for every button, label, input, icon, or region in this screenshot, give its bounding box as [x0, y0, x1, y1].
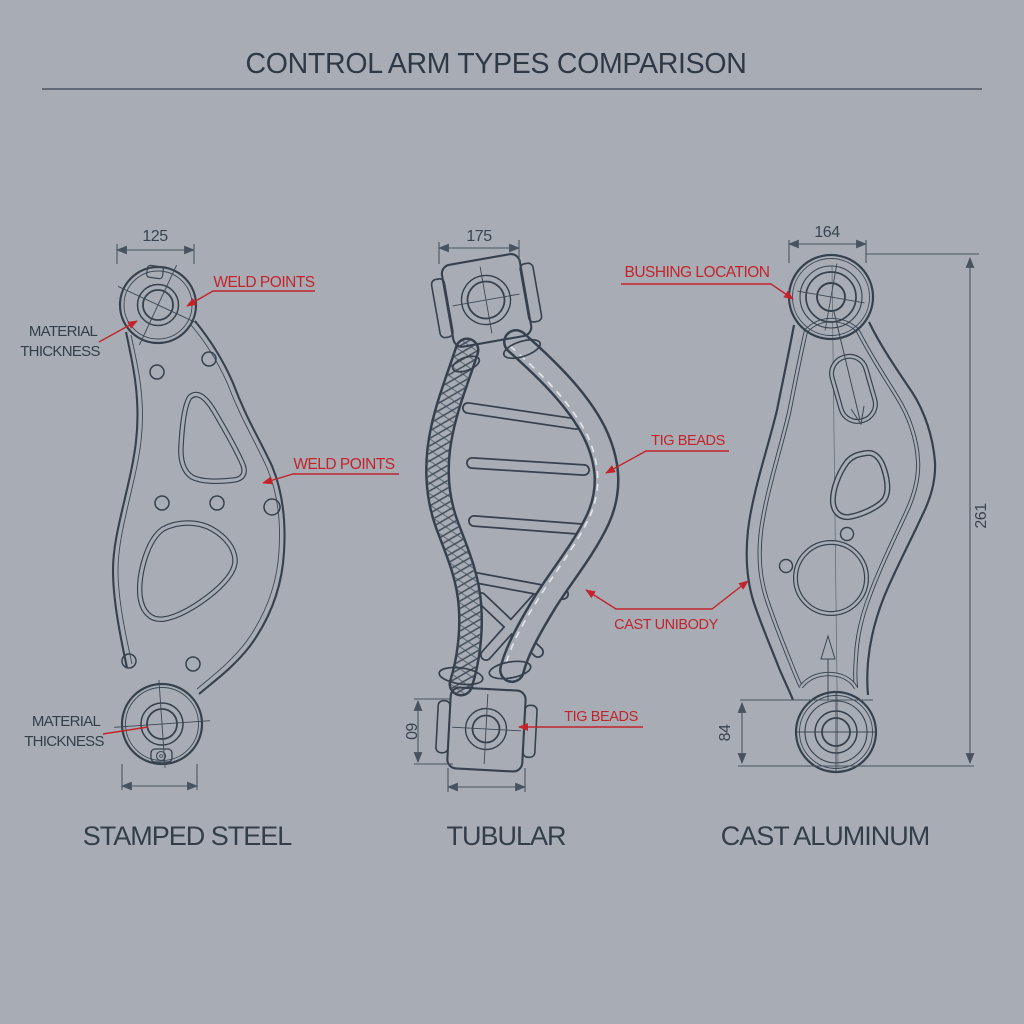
tig-beads-mid-callout: TIG BEADS [605, 433, 729, 474]
stamped-bottom-bushing [114, 680, 210, 768]
stamped-steel-arm-drawing: 125 [111, 228, 286, 791]
weld-points-top-label: WELD POINTS [213, 274, 314, 291]
tig-beads-bottom-label: TIG BEADS [564, 709, 638, 725]
cast-centerline [831, 265, 839, 769]
cast-aluminum-name: CAST ALUMINUM [721, 821, 930, 851]
cast-bottom-offset-dimension: 84 [717, 699, 974, 767]
material-thickness-bottom-callout: MATERIAL THICKNESS [24, 713, 149, 750]
material-thickness-bottom-line2: THICKNESS [24, 733, 104, 750]
cast-aluminum-arm-drawing: 164 261 84 [717, 224, 990, 774]
stamped-width-dimension: 125 [115, 228, 196, 264]
stamped-top-bushing [117, 264, 199, 346]
cast-up-arrow [820, 634, 836, 700]
weld-points-top-callout: WELD POINTS [186, 274, 315, 307]
material-thickness-bottom-line1: MATERIAL [32, 713, 101, 730]
tig-beads-bottom-callout: TIG BEADS [518, 709, 643, 731]
stamped-holes [121, 351, 281, 672]
tube-collars [438, 338, 542, 686]
tubular-bottom-dimension [446, 768, 527, 792]
stamped-width-value: 125 [142, 228, 168, 245]
cast-bottom-bushing [794, 690, 878, 774]
tubular-name: TUBULAR [446, 821, 566, 851]
cast-unibody-label: CAST UNIBODY [614, 617, 718, 633]
title-block: CONTROL ARM TYPES COMPARISON [42, 48, 982, 90]
cast-small-hole-left [778, 558, 794, 574]
cast-bottom-offset-value: 84 [717, 724, 734, 741]
cast-triangle-cutout [829, 449, 891, 521]
stamped-steel-name: STAMPED STEEL [83, 821, 293, 851]
cast-unibody-callout: CAST UNIBODY [585, 580, 749, 633]
weld-points-mid-callout: WELD POINTS [262, 456, 399, 485]
tubular-arm-drawing: 175 60 [402, 228, 620, 792]
cast-width-value: 164 [814, 224, 840, 241]
weld-points-mid-label: WELD POINTS [293, 456, 394, 473]
material-thickness-top-line2: THICKNESS [20, 343, 100, 360]
material-thickness-top-line1: MATERIAL [29, 323, 98, 340]
page-title: CONTROL ARM TYPES COMPARISON [246, 48, 747, 80]
tubular-braided-tube [425, 337, 483, 697]
cast-inner-rib [757, 317, 921, 690]
bushing-location-callout: BUSHING LOCATION [621, 264, 794, 300]
cast-down-arrow [833, 311, 865, 426]
tubular-width-value: 175 [466, 228, 492, 245]
stamped-bottom-dimension [120, 764, 199, 791]
cast-small-hole-right [839, 526, 855, 542]
material-thickness-top-callout: MATERIAL THICKNESS [20, 320, 138, 360]
tig-beads-mid-label: TIG BEADS [651, 433, 725, 449]
tubular-width-dimension: 175 [437, 228, 521, 264]
bushing-location-label: BUSHING LOCATION [624, 264, 769, 281]
cast-height-value: 261 [973, 503, 990, 529]
annotations: WELD POINTS MATERIAL THICKNESS WELD POIN… [20, 264, 794, 750]
cast-height-dimension: 261 [866, 253, 990, 765]
cast-top-bushing [787, 253, 875, 341]
cast-top-slot [829, 353, 878, 424]
tubular-mount-height-value: 60 [402, 723, 419, 740]
tubular-welded-tube [499, 329, 620, 683]
tubular-top-mount [430, 253, 543, 348]
tig-weld-seam [505, 345, 599, 665]
cast-large-bore [793, 540, 869, 616]
tubular-mount-height-dimension: 60 [402, 698, 453, 765]
cast-width-dimension: 164 [787, 224, 868, 263]
tubular-bottom-mount [435, 686, 538, 773]
tubular-cross-braces [462, 402, 590, 661]
stamped-lower-cutout [136, 520, 238, 622]
arm-type-names: STAMPED STEEL TUBULAR CAST ALUMINUM [83, 821, 931, 851]
stamped-upper-cutout [178, 391, 247, 484]
